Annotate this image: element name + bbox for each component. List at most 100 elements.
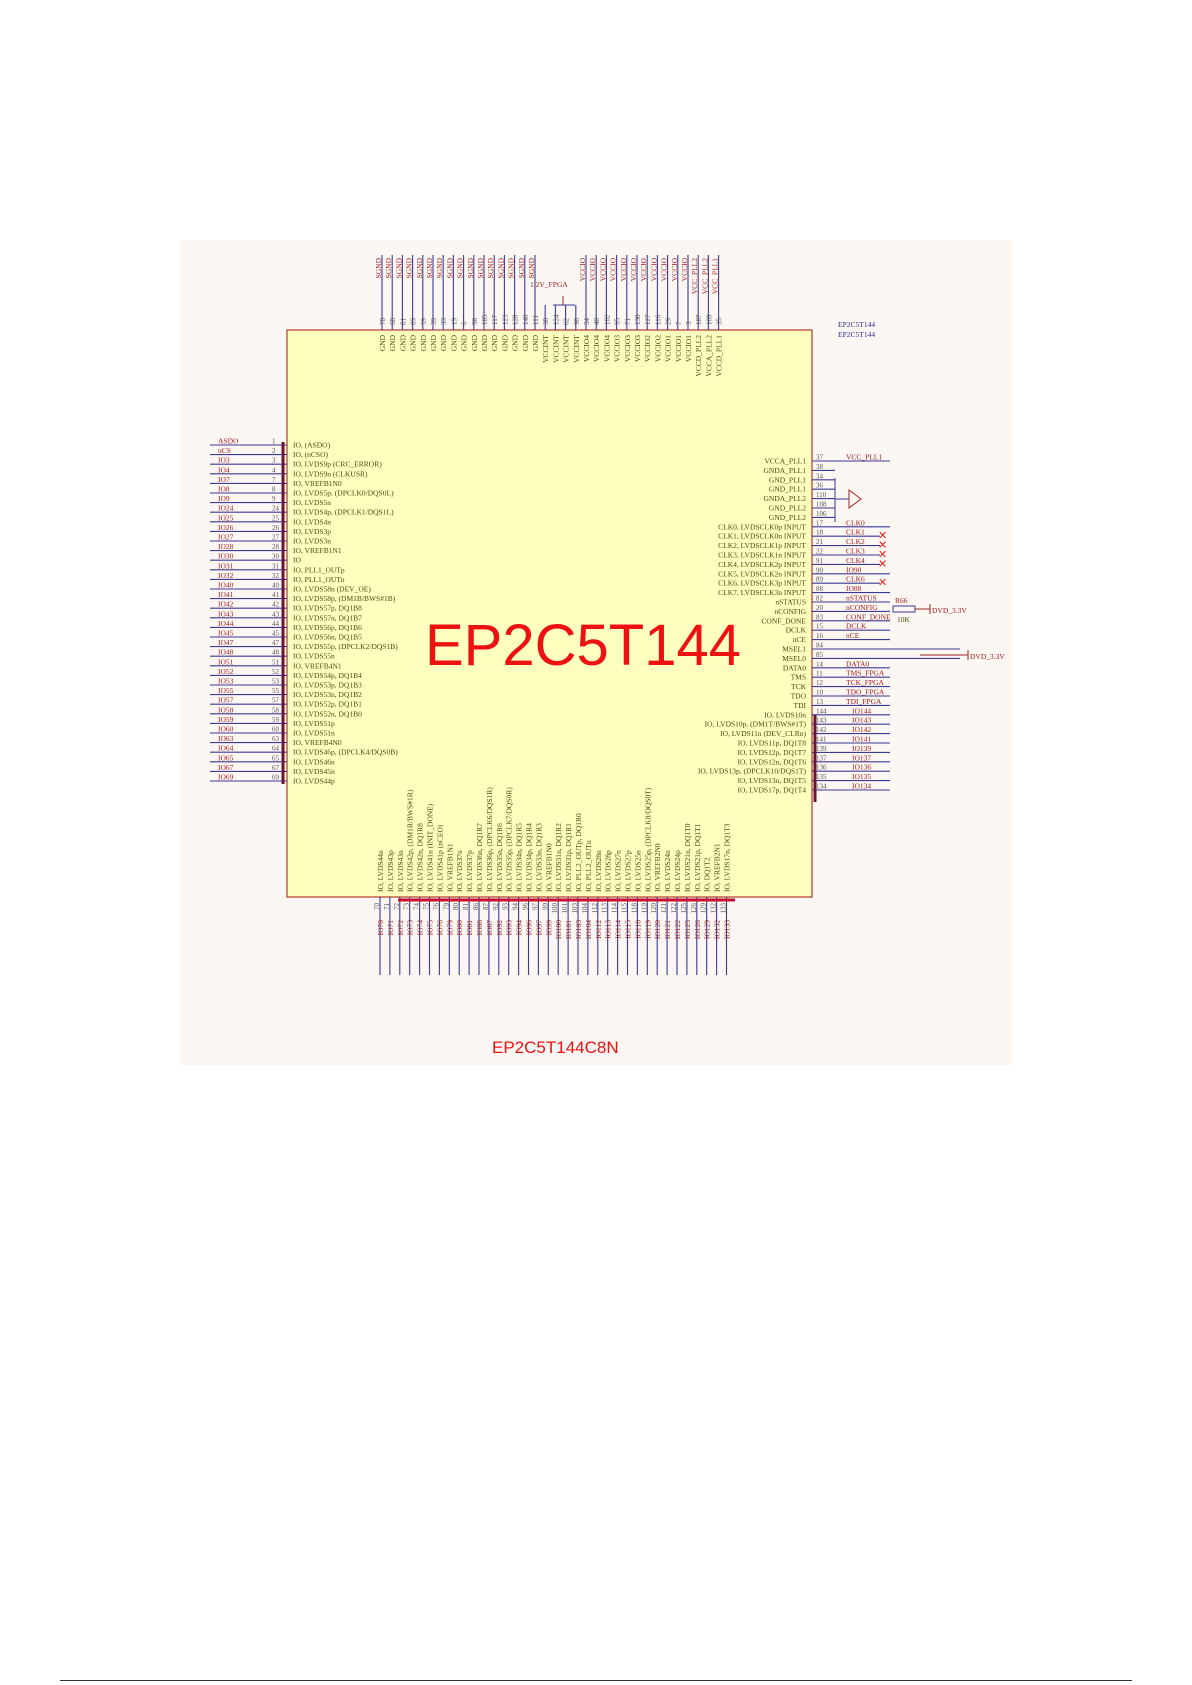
pin-function[interactable]: IO, LVDS42p, (DM1R/BWS#1R) xyxy=(406,789,415,892)
pin-function[interactable]: IO, LVDS12n, DQ1T6 xyxy=(738,757,807,766)
pin-function[interactable]: IO, LVDS46n xyxy=(293,757,335,766)
pin-function[interactable]: IO, LVDS53n, DQ1B2 xyxy=(293,690,362,699)
pin-function[interactable]: IO, LVDS12p, DQ1T7 xyxy=(738,748,807,757)
chip-body[interactable] xyxy=(286,329,813,898)
pin-number[interactable]: 114 xyxy=(611,903,619,914)
pin-number[interactable]: 21 xyxy=(816,538,824,546)
pin-number[interactable]: 37 xyxy=(816,454,824,462)
pin-function[interactable]: IO, LVDS54p, DQ1B4 xyxy=(293,671,362,680)
pin-function[interactable]: VCCIO3 xyxy=(623,335,632,362)
pin-number[interactable]: 100 xyxy=(551,903,559,914)
pin-number[interactable]: 20 xyxy=(816,604,824,612)
pin-number[interactable]: 47 xyxy=(272,639,280,647)
pin-number[interactable]: 48 xyxy=(272,649,280,657)
pin-function[interactable]: GND xyxy=(460,334,469,351)
pin-function[interactable]: TCK xyxy=(791,682,807,691)
pin-number[interactable]: 72 xyxy=(393,903,401,911)
pin-number[interactable]: 40 xyxy=(272,582,280,590)
pin-number[interactable]: 141 xyxy=(816,736,827,744)
pin-function[interactable]: IO, LVDS11n (DEV_CLRn) xyxy=(720,729,806,738)
pin-function[interactable]: IO, LVDS31n, DQ1R2 xyxy=(554,823,563,892)
pin-function[interactable]: DATA0 xyxy=(783,663,806,672)
pin-function[interactable]: IO, LVDS9n (CLKUSR) xyxy=(293,469,368,478)
pin-function[interactable]: IO, LVDS28n xyxy=(594,850,603,892)
pin-number[interactable]: 139 xyxy=(816,745,827,753)
pin-number[interactable]: 81 xyxy=(462,903,470,911)
pin-number[interactable]: 52 xyxy=(272,668,280,676)
pin-number[interactable]: 85 xyxy=(816,651,824,659)
pin-function[interactable]: IO, LVDS37p xyxy=(465,850,474,892)
pin-number[interactable]: 68 xyxy=(389,318,397,326)
pin-number[interactable]: 94 xyxy=(512,903,520,911)
pin-function[interactable]: nSTATUS xyxy=(775,598,806,607)
pin-function[interactable]: VCCA_PLL2 xyxy=(704,335,713,377)
pin-number[interactable]: 44 xyxy=(272,620,280,628)
pin-number[interactable]: 71 xyxy=(383,903,391,911)
pin-function[interactable]: IO, (nCSO) xyxy=(293,450,329,459)
pin-number[interactable]: 12 xyxy=(816,679,824,687)
pin-number[interactable]: 79 xyxy=(442,903,450,911)
pin-number[interactable]: 83 xyxy=(816,613,824,621)
pin-function[interactable]: VCCD_PLL1 xyxy=(715,335,724,377)
pin-number[interactable]: 108 xyxy=(816,501,827,509)
pin-number[interactable]: 93 xyxy=(502,903,510,911)
pin-function[interactable]: IO, LVDS44p xyxy=(293,777,335,786)
pin-function[interactable]: IO, VREFB1N0 xyxy=(293,479,342,488)
pin-function[interactable]: CLK5, LVDSCLK2n INPUT xyxy=(718,569,806,578)
pin-number[interactable]: 117 xyxy=(491,314,499,325)
pin-number[interactable]: 34 xyxy=(816,472,824,480)
pin-function[interactable]: IO, LVDS43p xyxy=(386,850,395,892)
pin-number[interactable]: 43 xyxy=(272,610,280,618)
pin-number[interactable]: 101 xyxy=(561,903,569,914)
pin-number[interactable]: 31 xyxy=(272,562,280,570)
pin-function[interactable]: IO, VREFB1N1 xyxy=(445,843,454,892)
pin-number[interactable]: 59 xyxy=(420,318,428,326)
pin-function[interactable]: GND xyxy=(500,334,509,351)
pin-function[interactable]: IO, LVDS41p (nCEO) xyxy=(435,824,444,892)
pin-number[interactable]: 67 xyxy=(272,764,280,772)
pin-function[interactable]: IO, LVDS58p, (DM1B/BWS#1B) xyxy=(293,594,396,603)
pin-function[interactable]: IO, LVDS10p, (DM1T/BWS#1T) xyxy=(705,720,807,729)
pin-function[interactable]: TDO xyxy=(791,692,807,701)
pin-number[interactable]: 78 xyxy=(379,318,387,326)
pin-function[interactable]: IO, PLL2_OUTp, DQ1R0 xyxy=(574,813,583,892)
pin-number[interactable]: 123 xyxy=(501,314,509,325)
pin-number[interactable]: 70 xyxy=(373,903,381,911)
pin-number[interactable]: 34 xyxy=(583,318,591,326)
pin-number[interactable]: 75 xyxy=(423,903,431,911)
pin-function[interactable]: CLK3, LVDSCLK1n INPUT xyxy=(718,551,806,560)
pin-number[interactable]: 132 xyxy=(710,903,718,914)
pin-function[interactable]: TMS xyxy=(791,673,806,682)
pin-function[interactable]: IO, LVDS34n, DQ1R5 xyxy=(515,823,524,892)
pin-function[interactable]: GNDA_PLL1 xyxy=(764,466,807,475)
pin-number[interactable]: 7 xyxy=(272,476,276,484)
pin-function[interactable]: MSEL1 xyxy=(782,645,806,654)
pin-function[interactable]: GND xyxy=(429,334,438,351)
pin-number[interactable]: 28 xyxy=(272,543,280,551)
pin-function[interactable]: GND xyxy=(470,334,479,351)
pin-number[interactable]: 3 xyxy=(272,457,276,465)
pin-function[interactable]: GND xyxy=(480,334,489,351)
pin-number[interactable]: 115 xyxy=(621,903,629,914)
pin-number[interactable]: 7 xyxy=(675,321,683,325)
pin-number[interactable]: 95 xyxy=(614,318,622,326)
pin-number[interactable]: 81 xyxy=(399,318,407,326)
pin-function[interactable]: GND_PLL2 xyxy=(769,513,806,522)
pin-function[interactable]: IO, LVDS25p, (DPCLK8/DQS0T) xyxy=(643,787,652,892)
pin-function[interactable]: VCCIO4 xyxy=(602,335,611,362)
pin-number[interactable]: 59 xyxy=(272,716,280,724)
pin-function[interactable]: CLK6, LVDSCLK3p INPUT xyxy=(718,579,806,588)
pin-function[interactable]: CLK1, LVDSCLK0n INPUT xyxy=(718,532,806,541)
pin-function[interactable]: VCCINT xyxy=(562,335,571,363)
pin-number[interactable]: 53 xyxy=(272,678,280,686)
pin-function[interactable]: IO, DQ1T2 xyxy=(703,857,712,892)
pin-function[interactable]: GND xyxy=(439,334,448,351)
pin-function[interactable]: IO, LVDS35p, (DPCLK7/DQS0R) xyxy=(505,787,514,892)
pin-function[interactable]: IO, PLL2_OUTn xyxy=(584,840,593,892)
pin-function[interactable]: IO, LVDS43n xyxy=(396,850,405,892)
pin-function[interactable]: GND xyxy=(378,334,387,351)
pin-number[interactable]: 3 xyxy=(685,321,693,325)
pin-number[interactable]: 30 xyxy=(272,553,280,561)
pin-function[interactable]: IO, LVDS13p, (DPCLK10/DQS1T) xyxy=(698,767,807,776)
pin-number[interactable]: 1 xyxy=(272,438,276,446)
